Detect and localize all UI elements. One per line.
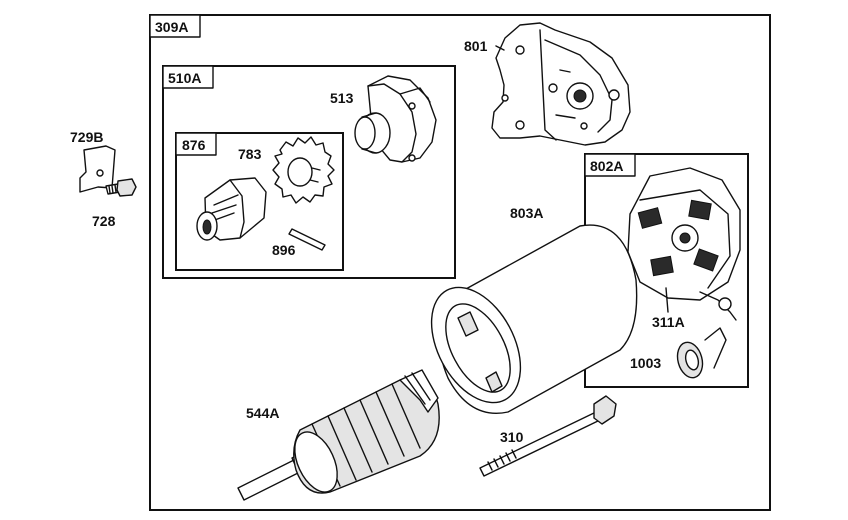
group-876-frame <box>175 132 344 271</box>
group-876-tag: 876 <box>182 137 206 153</box>
seal-illustration <box>676 327 727 379</box>
group-309a-tag: 309A <box>155 19 188 35</box>
group-510a-tag: 510A <box>168 70 201 86</box>
part-783-label: 783 <box>238 146 262 162</box>
group-309a-tag-box <box>149 14 201 38</box>
group-309a-frame <box>149 14 771 511</box>
part-310-label: 310 <box>500 429 524 445</box>
pin-illustration <box>288 228 326 251</box>
part-729b-label: 729B <box>70 129 103 145</box>
group-802a-tag-box <box>584 153 636 177</box>
part-1003-label: 1003 <box>630 355 661 371</box>
part-896-label: 896 <box>272 242 296 258</box>
part-311a-label: 311A <box>652 314 685 330</box>
part-803a-label: 803A <box>510 205 543 221</box>
part-801-label: 801 <box>464 38 488 54</box>
motor-frame-illustration <box>430 224 638 414</box>
group-876-tag-box <box>175 132 217 156</box>
armature-illustration <box>237 369 440 501</box>
drive-housing-illustration <box>354 75 437 163</box>
part-513-label: 513 <box>330 90 354 106</box>
group-510a-frame <box>162 65 456 279</box>
screw-illustration <box>105 178 137 197</box>
part-544a-label: 544A <box>246 405 279 421</box>
brush-plate-illustration <box>627 167 741 321</box>
pinion-gear-illustration <box>272 136 335 204</box>
part-801-leader <box>495 45 505 51</box>
part-311a-leader <box>665 287 669 313</box>
through-bolt-illustration <box>479 395 617 477</box>
drive-end-bracket-illustration <box>491 22 631 146</box>
drive-pinion-illustration <box>196 177 267 241</box>
retainer-bracket-illustration <box>79 145 116 193</box>
group-802a-tag: 802A <box>590 158 623 174</box>
group-510a-tag-box <box>162 65 214 89</box>
part-728-label: 728 <box>92 213 116 229</box>
